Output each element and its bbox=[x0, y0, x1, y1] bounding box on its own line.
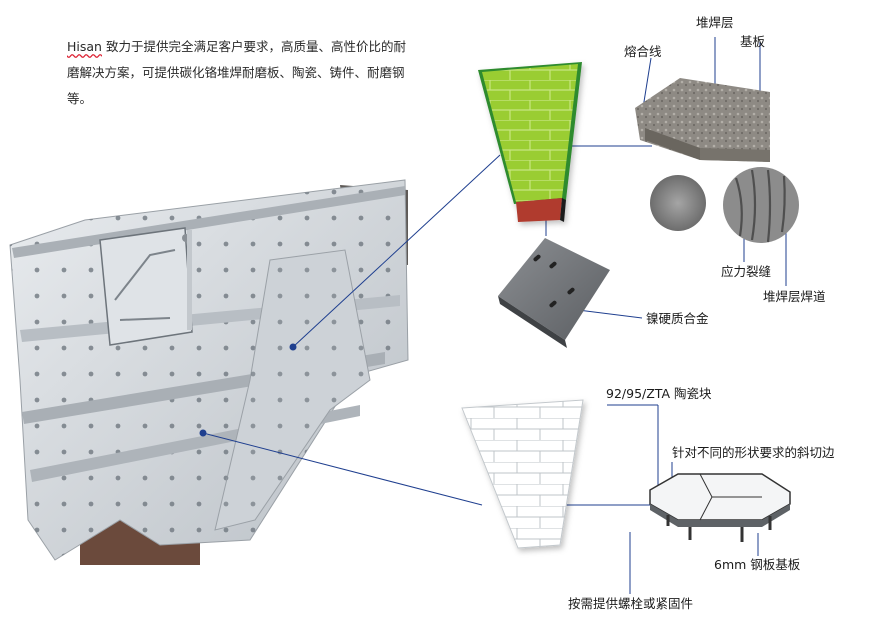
intro-paragraph: Hisan 致力于提供完全满足客户要求，高质量、高性价比的耐磨解决方案，可提供碳… bbox=[67, 34, 417, 112]
ceramic-tile-assembly bbox=[649, 473, 791, 542]
microstructure-disc-right bbox=[723, 167, 799, 243]
label-weld-bead: 堆焊层焊道 bbox=[763, 289, 826, 304]
label-base-plate: 基板 bbox=[740, 34, 766, 49]
label-steel-base: 6mm 钢板基板 bbox=[714, 557, 801, 572]
overlay-plate-photo bbox=[635, 78, 770, 162]
label-ni-hard: 镍硬质合金 bbox=[646, 311, 709, 326]
label-bevel-edge: 针对不同的形状要求的斜切边 bbox=[672, 445, 835, 460]
overlay-plate-cross-section bbox=[478, 62, 582, 222]
microstructure-disc-left bbox=[650, 175, 706, 231]
label-ceramic-block: 92/95/ZTA 陶瓷块 bbox=[606, 386, 712, 401]
label-overlay-layer: 堆焊层 bbox=[696, 15, 734, 30]
label-stress-crack: 应力裂缝 bbox=[721, 264, 772, 279]
crusher-machine-illustration bbox=[9, 179, 409, 565]
label-bolts: 按需提供螺栓或紧固件 bbox=[568, 596, 694, 611]
brand-name: Hisan bbox=[67, 39, 102, 54]
ni-hard-plate bbox=[498, 238, 610, 348]
label-fusion-line: 熔合线 bbox=[624, 44, 662, 59]
ceramic-liner-cross-section bbox=[461, 399, 584, 549]
intro-text: 致力于提供完全满足客户要求，高质量、高性价比的耐磨解决方案，可提供碳化铬堆焊耐磨… bbox=[67, 39, 406, 106]
